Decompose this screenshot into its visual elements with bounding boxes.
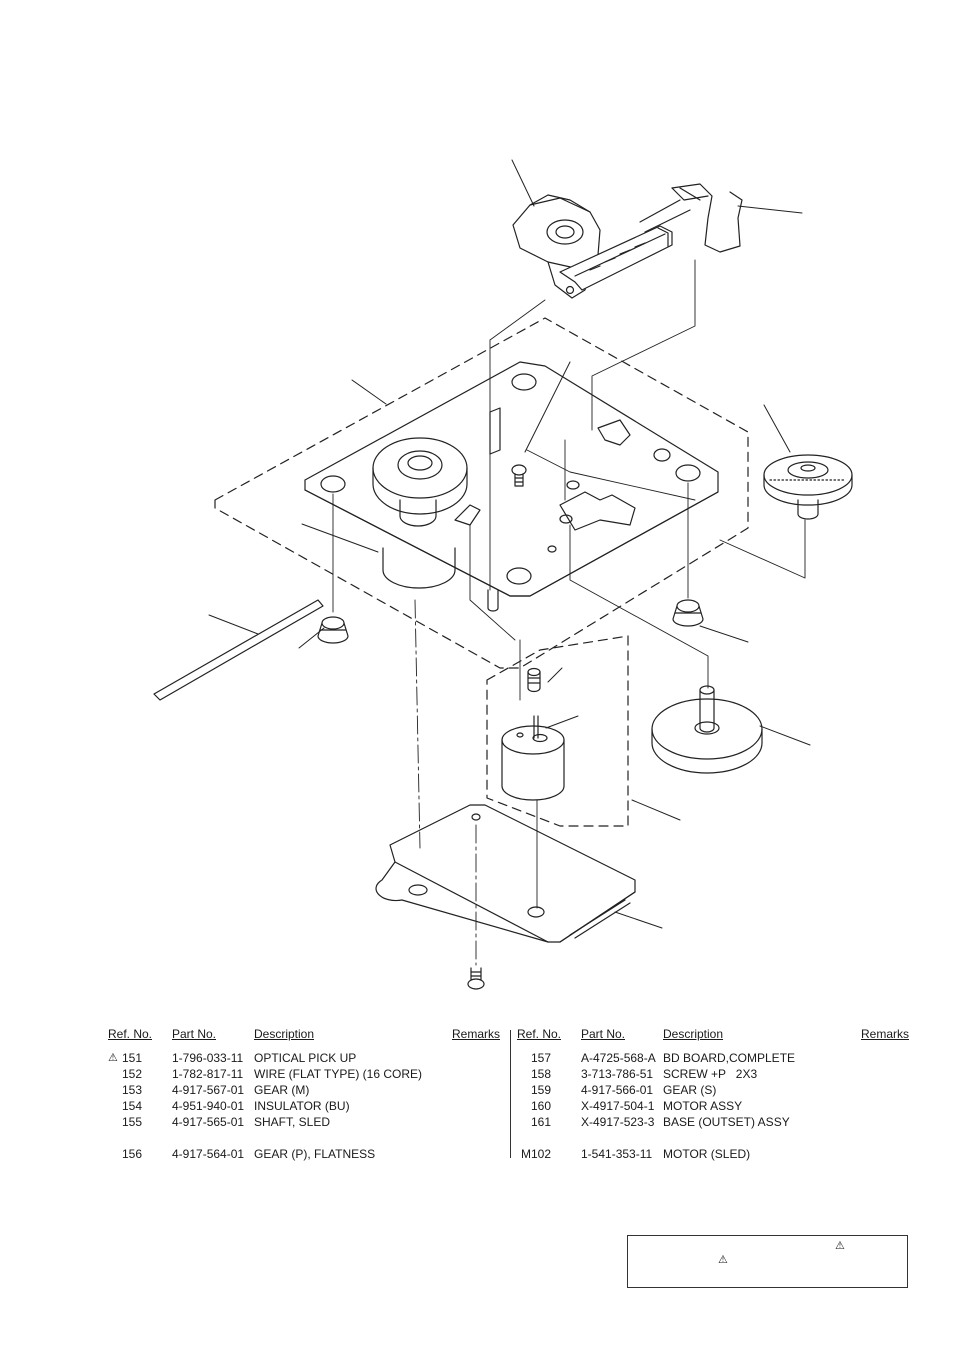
guide-lines	[332, 259, 806, 966]
table-row: ⚠ 151 1-796-033-11 OPTICAL PICK UP	[108, 1051, 357, 1065]
header-remarks: Remarks	[860, 1027, 909, 1041]
sled-shaft	[153, 599, 324, 701]
header-part-no: Part No.	[581, 1027, 626, 1041]
warning-icon: ⚠	[718, 1254, 728, 1266]
warning-icon: ⚠	[835, 1240, 845, 1252]
table-row: 155 4-917-565-01 SHAFT, SLED	[121, 1115, 331, 1129]
spindle-motor-body	[382, 547, 456, 589]
column-divider	[510, 1030, 511, 1158]
table-row: 158 3-713-786-51 SCREW +P 2X3	[530, 1067, 758, 1081]
table-row: 159 4-917-566-01 GEAR (S)	[530, 1083, 717, 1097]
gear-p	[651, 685, 763, 774]
chassis-plate	[304, 361, 719, 597]
screw-top	[511, 464, 527, 487]
table-row: 153 4-917-567-01 GEAR (M)	[121, 1083, 310, 1097]
parts-list-header: Ref. No. Part No. Description Remarks	[517, 1026, 909, 1044]
flat-wire	[639, 183, 743, 253]
table-row: 157 A-4725-568-A BD BOARD,COMPLETE	[530, 1051, 796, 1065]
base-plate	[375, 804, 636, 943]
header-description: Description	[254, 1027, 315, 1041]
header-description: Description	[663, 1027, 724, 1041]
plate-brackets	[454, 407, 636, 612]
gear-s	[763, 454, 853, 520]
warning-icon: ⚠	[108, 1052, 118, 1064]
table-row: 160 X-4917-504-1 MOTOR ASSY	[530, 1099, 743, 1113]
table-row: 154 4-951-940-01 INSULATOR (BU)	[121, 1099, 350, 1113]
gear-m	[527, 667, 541, 693]
spindle-turntable	[372, 437, 468, 527]
insulator-right	[672, 599, 704, 627]
parts-list-right: Ref. No. Part No. Description Remarks 15…	[517, 1026, 909, 1161]
header-remarks: Remarks	[451, 1027, 500, 1041]
header-ref-no: Ref. No.	[517, 1027, 562, 1041]
header-part-no: Part No.	[172, 1027, 217, 1041]
table-row: M102 1-541-353-11 MOTOR (SLED)	[520, 1147, 751, 1161]
header-ref-no: Ref. No.	[108, 1027, 153, 1041]
insulator-left	[317, 616, 349, 644]
assembly-outline	[214, 317, 749, 669]
screw-bottom	[467, 967, 485, 990]
table-row: 161 X-4917-523-3 BASE (OUTSET) ASSY	[530, 1115, 790, 1129]
sled-motor	[501, 715, 565, 801]
parts-list-header: Ref. No. Part No. Description Remarks	[108, 1026, 500, 1044]
optical-pickup	[512, 194, 673, 299]
motor-assy-outline	[486, 635, 629, 827]
leader-lines	[208, 159, 811, 929]
table-row: 156 4-917-564-01 GEAR (P), FLATNESS	[121, 1147, 376, 1161]
safety-note-box: ⚠ ⚠	[627, 1235, 908, 1288]
parts-list-left: Ref. No. Part No. Description Remarks ⚠ …	[108, 1026, 500, 1161]
table-row: 152 1-782-817-11 WIRE (FLAT TYPE) (16 CO…	[121, 1067, 423, 1081]
exploded-view-diagram	[153, 159, 853, 990]
